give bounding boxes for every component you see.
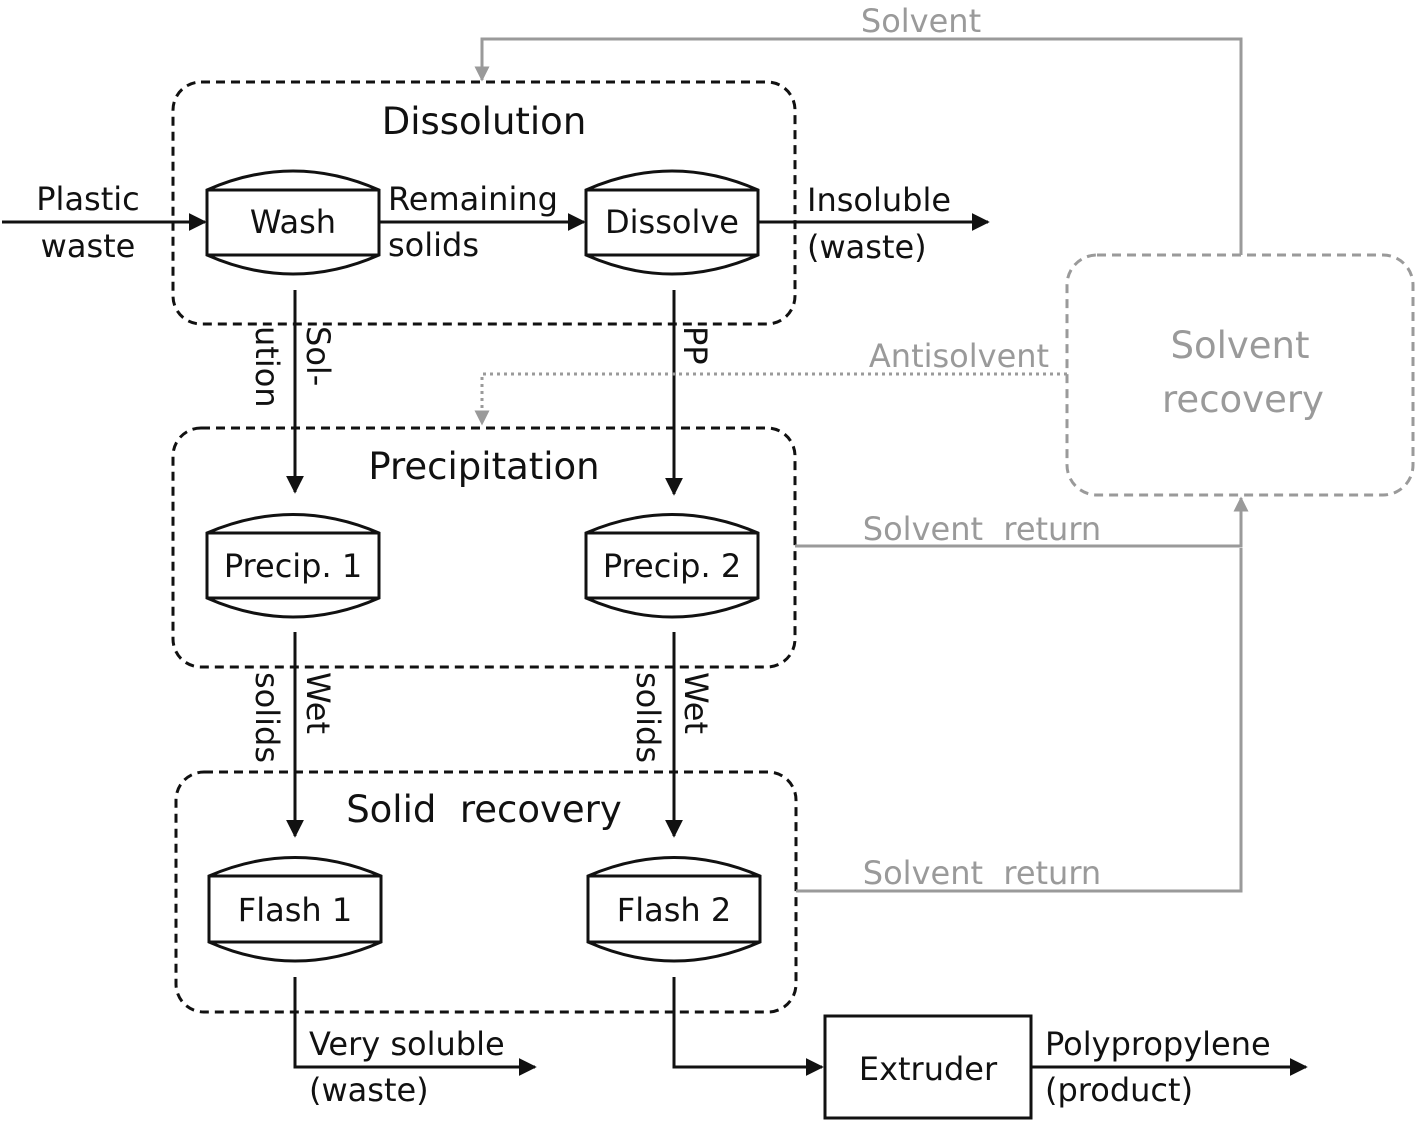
wet-solids-1-label-line2: solids xyxy=(248,672,286,763)
wet-solids-2-label-line2: solids xyxy=(629,672,667,763)
very-soluble-label-line2: (waste) xyxy=(309,1071,429,1109)
pp-label: PP xyxy=(676,326,714,365)
dissolve-label: Dissolve xyxy=(605,203,739,241)
wash-label: Wash xyxy=(250,203,336,241)
solid-recovery-group-box xyxy=(174,770,798,1014)
extruder-label: Extruder xyxy=(859,1050,998,1088)
wash-vessel: Wash xyxy=(205,169,381,276)
solvent-recovery-title-line1: Solvent xyxy=(1170,324,1309,367)
remaining-solids-label-line2: solids xyxy=(388,226,479,264)
solvent-return-flash-line xyxy=(796,548,1243,893)
solvent-return-precip-label: Solvent return xyxy=(863,510,1101,548)
wet-solids-1-label-line1: Wet xyxy=(299,672,337,734)
solvent-return-precip-arrow xyxy=(795,496,1249,548)
precipitation-group-box xyxy=(171,426,797,669)
solution-label-line2: ution xyxy=(248,326,286,408)
solution-label-line1: Sol- xyxy=(299,326,337,386)
remaining-solids-label-line1: Remaining xyxy=(388,180,558,218)
precip1-label: Precip. 1 xyxy=(224,547,362,585)
product-label-line1: Polypropylene xyxy=(1045,1025,1271,1063)
product-label-line2: (product) xyxy=(1045,1071,1193,1109)
very-soluble-label-line1: Very soluble xyxy=(309,1025,505,1063)
precip2-label: Precip. 2 xyxy=(603,547,741,585)
feed-label-line2: waste xyxy=(41,227,136,265)
antisolvent-arrow xyxy=(474,372,1067,426)
precip1-vessel: Precip. 1 xyxy=(205,513,381,619)
dissolution-title: Dissolution xyxy=(382,100,587,143)
very-soluble-arrow xyxy=(293,977,537,1076)
extruder-unit: Extruder xyxy=(823,1014,1033,1120)
flash2-label: Flash 2 xyxy=(617,891,731,929)
solid-recovery-title: Solid recovery xyxy=(346,788,622,831)
insoluble-label-line1: Insoluble xyxy=(807,181,951,219)
flash1-label: Flash 1 xyxy=(238,891,352,929)
antisolvent-label: Antisolvent xyxy=(869,337,1049,375)
flash2-to-extruder-arrow xyxy=(672,977,824,1076)
flash2-vessel: Flash 2 xyxy=(586,856,762,963)
solvent-recovery-box xyxy=(1065,253,1415,497)
precip2-vessel: Precip. 2 xyxy=(584,513,760,619)
solvent-recovery-title-line2: recovery xyxy=(1162,378,1324,421)
flash1-vessel: Flash 1 xyxy=(207,856,383,963)
precipitation-title: Precipitation xyxy=(368,445,599,488)
dissolve-vessel: Dissolve xyxy=(584,169,760,276)
solvent-return-flash-label: Solvent return xyxy=(863,854,1101,892)
solvent-recycle-arrow xyxy=(474,37,1243,255)
wet-solids-2-label-line1: Wet xyxy=(677,672,715,734)
solvent-label: Solvent xyxy=(861,2,981,40)
feed-label-line1: Plastic xyxy=(36,180,140,218)
insoluble-label-line2: (waste) xyxy=(807,228,927,266)
